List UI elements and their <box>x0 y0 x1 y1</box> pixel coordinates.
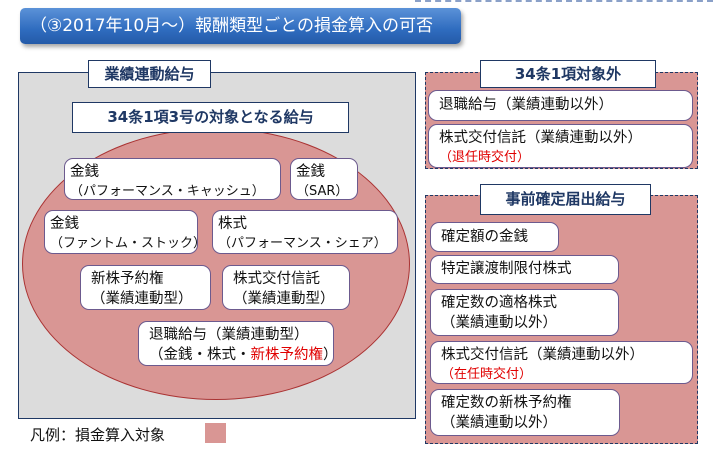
legend-swatch <box>205 423 226 443</box>
item-restricted-stock: 特定譲渡制限付株式 <box>430 255 619 284</box>
item-cash-sar: 金銭 （SAR） <box>290 158 358 200</box>
item-title: 株式 <box>218 216 247 232</box>
top-dashed-line <box>415 0 713 2</box>
item-title: 確定額の金銭 <box>441 229 528 245</box>
item-fixed-cash: 確定額の金銭 <box>430 222 559 252</box>
item-subtitle: （パフォーマンス・キャッシュ） <box>70 184 265 199</box>
item-title: 金銭 <box>70 164 99 180</box>
item-title: 確定数の適格株式 <box>441 295 557 311</box>
item-title: 株式交付信託 <box>233 271 320 287</box>
subtitle-part: ） <box>323 347 338 363</box>
performance-linked-label: 業績連動給与 <box>88 60 211 88</box>
item-note: （在任時交付） <box>441 367 533 382</box>
subtitle-highlight: 新株予約権 <box>250 347 324 363</box>
item-cash-phantom: 金銭 （ファントム・ストック） <box>44 210 207 254</box>
item-title: 確定数の新株予約権 <box>441 395 572 411</box>
item-subtitle: （業績連動以外） <box>441 415 557 431</box>
outside-article34-label: 34条1項対象外 <box>480 60 656 88</box>
subtitle-part: （金銭・株式・ <box>149 347 251 363</box>
item-note: （退任時交付） <box>439 150 531 165</box>
item-fixed-stock-options: 確定数の新株予約権 （業績連動以外） <box>430 389 620 436</box>
item-subtitle: （金銭・株式・新株予約権） <box>149 345 338 365</box>
item-trust-retirement-delivery: 株式交付信託（業績連動以外） （退任時交付） <box>428 124 693 168</box>
item-stock-options: 新株予約権 （業績連動型） <box>80 265 211 310</box>
item-subtitle: （業績連動型） <box>233 291 335 307</box>
item-title: 新株予約権 <box>91 271 164 287</box>
article34-item3-label: 34条1項3号の対象となる給与 <box>72 102 349 133</box>
item-title: 株式交付信託（業績連動以外） <box>441 347 644 363</box>
page-title: （③2017年10月～）報酬類型ごとの損金算入の可否 <box>20 8 461 44</box>
item-title: 株式交付信託（業績連動以外） <box>439 130 642 146</box>
item-stock-trust: 株式交付信託 （業績連動型） <box>222 265 350 310</box>
item-title: 金銭 <box>50 216 79 232</box>
item-retirement-non-linked: 退職給与（業績連動以外） <box>428 90 693 121</box>
item-stock-performance: 株式 （パフォーマンス・シェア） <box>212 210 398 254</box>
item-title: 金銭 <box>296 164 325 180</box>
item-title: 退職給与（業績連動型） <box>149 327 309 343</box>
item-title: 特定譲渡制限付株式 <box>441 261 572 277</box>
item-fixed-qualified-stock: 確定数の適格株式 （業績連動以外） <box>430 289 619 336</box>
item-subtitle: （ファントム・ストック） <box>50 236 207 251</box>
item-cash-performance: 金銭 （パフォーマンス・キャッシュ） <box>64 158 281 200</box>
item-subtitle: （業績連動以外） <box>441 315 557 331</box>
item-trust-in-office-delivery: 株式交付信託（業績連動以外） （在任時交付） <box>430 341 693 384</box>
pre-fixed-notification-label: 事前確定届出給与 <box>480 184 651 215</box>
item-subtitle: （業績連動型） <box>91 291 193 307</box>
item-retirement-pay: 退職給与（業績連動型） （金銭・株式・新株予約権） <box>138 321 338 366</box>
item-title: 退職給与（業績連動以外） <box>439 97 613 113</box>
legend-text: 凡例：損金算入対象 <box>30 426 166 444</box>
item-subtitle: （SAR） <box>296 184 349 199</box>
item-subtitle: （パフォーマンス・シェア） <box>218 236 387 251</box>
